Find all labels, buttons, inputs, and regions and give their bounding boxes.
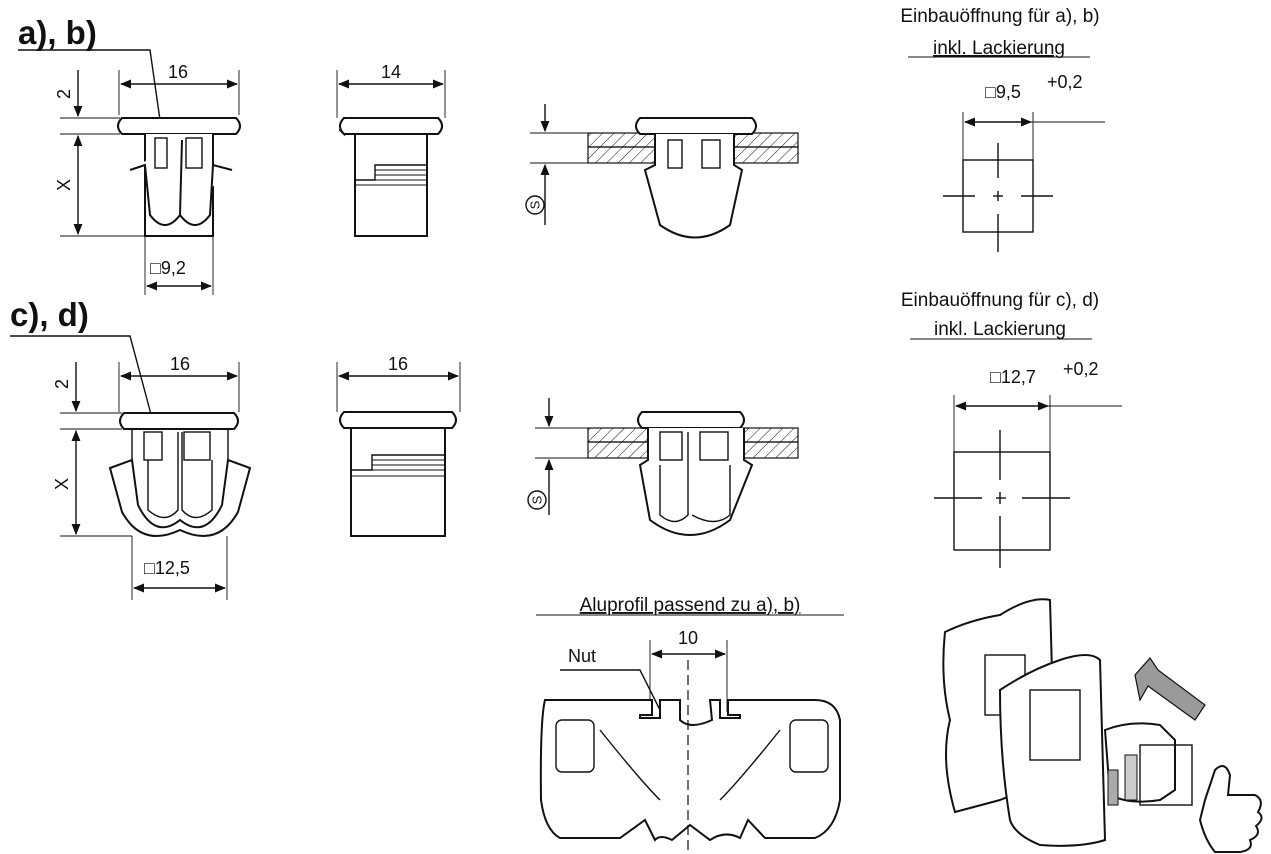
variant-cd-opening-dim: □12,7 — [990, 367, 1036, 387]
variant-cd-opening-title: Einbauöffnung für c), d) — [901, 290, 1099, 311]
variant-ab-opening-title: Einbauöffnung für a), b) — [900, 6, 1099, 27]
profile-groove-label: Nut — [568, 646, 596, 666]
variant-cd-side-width: 16 — [388, 354, 408, 374]
variant-ab-opening-dim: □9,5 — [985, 82, 1021, 102]
insert-arrow-icon — [1134, 657, 1206, 721]
variant-cd-square: □12,5 — [144, 558, 190, 578]
aluminum-profile-section: Aluprofil passend zu a), b) 10 Nut — [536, 595, 844, 854]
variant-cd-opening-subtitle: inkl. Lackierung — [934, 319, 1066, 340]
variant-ab-square: □9,2 — [150, 258, 186, 278]
profile-title: Aluprofil passend zu a), b) — [580, 595, 801, 616]
variant-ab-thickness-symbol: S — [528, 200, 543, 209]
variant-cd-opening: Einbauöffnung für c), d) inkl. Lackierun… — [901, 290, 1122, 568]
variant-ab-head-height: 2 — [54, 89, 74, 99]
panel-with-square-hole-icon — [942, 598, 1107, 847]
thumbs-up-icon — [1198, 765, 1263, 853]
variant-cd-installed-view: S — [527, 398, 799, 536]
variant-ab-opening-tol: +0,2 — [1047, 72, 1083, 92]
variant-ab-length-label: X — [54, 179, 74, 191]
variant-cd-thickness-symbol: S — [530, 495, 545, 504]
variant-cd-top-width: 16 — [170, 354, 190, 374]
variant-cd-front-view: c), d) 16 2 X □12,5 — [10, 296, 252, 600]
variant-ab-side-width: 14 — [381, 62, 401, 82]
variant-cd-title: c), d) — [10, 296, 89, 333]
variant-ab-side-view: 14 — [336, 62, 446, 237]
variant-ab-installed-view: S — [525, 104, 799, 239]
clip-icon — [1103, 722, 1193, 806]
variant-ab-opening: Einbauöffnung für a), b) inkl. Lackierun… — [900, 6, 1105, 252]
profile-groove-width: 10 — [678, 628, 698, 648]
variant-ab-front-view: a), b) 16 2 X □9,2 — [18, 14, 241, 295]
variant-ab-title: a), b) — [18, 14, 97, 51]
variant-ab-opening-subtitle: inkl. Lackierung — [933, 38, 1065, 59]
variant-cd-opening-tol: +0,2 — [1063, 359, 1099, 379]
variant-cd-head-height: 2 — [52, 379, 72, 389]
assembly-illustration — [942, 598, 1263, 853]
variant-ab-top-width: 16 — [168, 62, 188, 82]
variant-cd-length-label: X — [52, 478, 72, 490]
variant-cd-side-view: 16 — [336, 354, 461, 537]
